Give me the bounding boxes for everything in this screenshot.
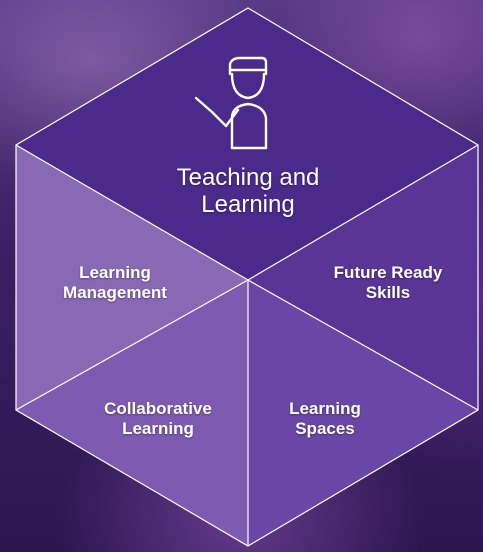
teaching-line1: Teaching and	[176, 164, 320, 191]
segment-collaborative-learning[interactable]	[16, 280, 248, 546]
segment-learning-management[interactable]	[16, 145, 248, 410]
label-learning-spaces: Learning Spaces	[272, 399, 378, 439]
collaborative-line1: Collaborative	[104, 399, 212, 418]
skills-line2: Skills	[365, 283, 411, 302]
hexagon-outline	[15, 7, 479, 547]
label-collaborative-learning: Collaborative Learning	[88, 399, 228, 439]
spaces-line2: Spaces	[295, 419, 355, 438]
spaces-line1: Learning	[289, 399, 361, 418]
skills-line1: Future Ready	[333, 263, 443, 282]
segment-future-ready-skills[interactable]	[248, 145, 478, 410]
management-line1: Learning	[79, 263, 151, 282]
collaborative-line2: Learning	[122, 419, 194, 438]
label-future-ready-skills: Future Ready Skills	[318, 263, 458, 303]
label-teaching-and-learning: Teaching and Learning	[148, 164, 348, 218]
segment-learning-spaces[interactable]	[248, 280, 478, 546]
teacher-pointer-icon	[194, 56, 268, 150]
management-line2: Management	[63, 283, 167, 302]
label-learning-management: Learning Management	[48, 263, 182, 303]
teaching-line2: Learning	[201, 191, 295, 218]
